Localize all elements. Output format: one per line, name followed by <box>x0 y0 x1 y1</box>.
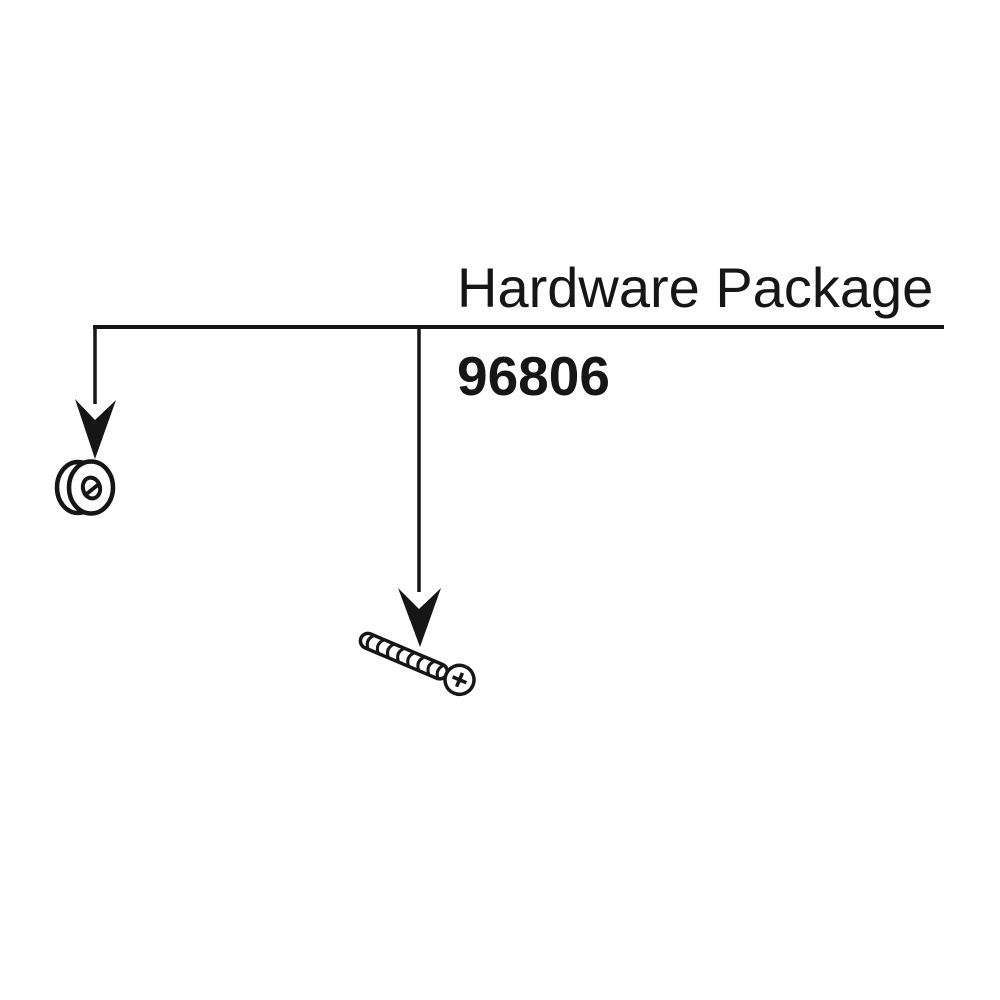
diagram-title: Hardware Package <box>457 256 934 319</box>
screw-arrowhead-icon <box>398 588 441 647</box>
connector-lines <box>93 325 944 592</box>
screw-icon <box>358 631 476 697</box>
part-number-label: 96806 <box>457 345 610 407</box>
screw-phillips-cross <box>451 672 468 688</box>
screw-threads <box>365 634 445 680</box>
washer-hole-slot <box>82 482 101 498</box>
washer-arrowhead-icon <box>75 399 116 459</box>
washer-icon <box>54 459 116 516</box>
